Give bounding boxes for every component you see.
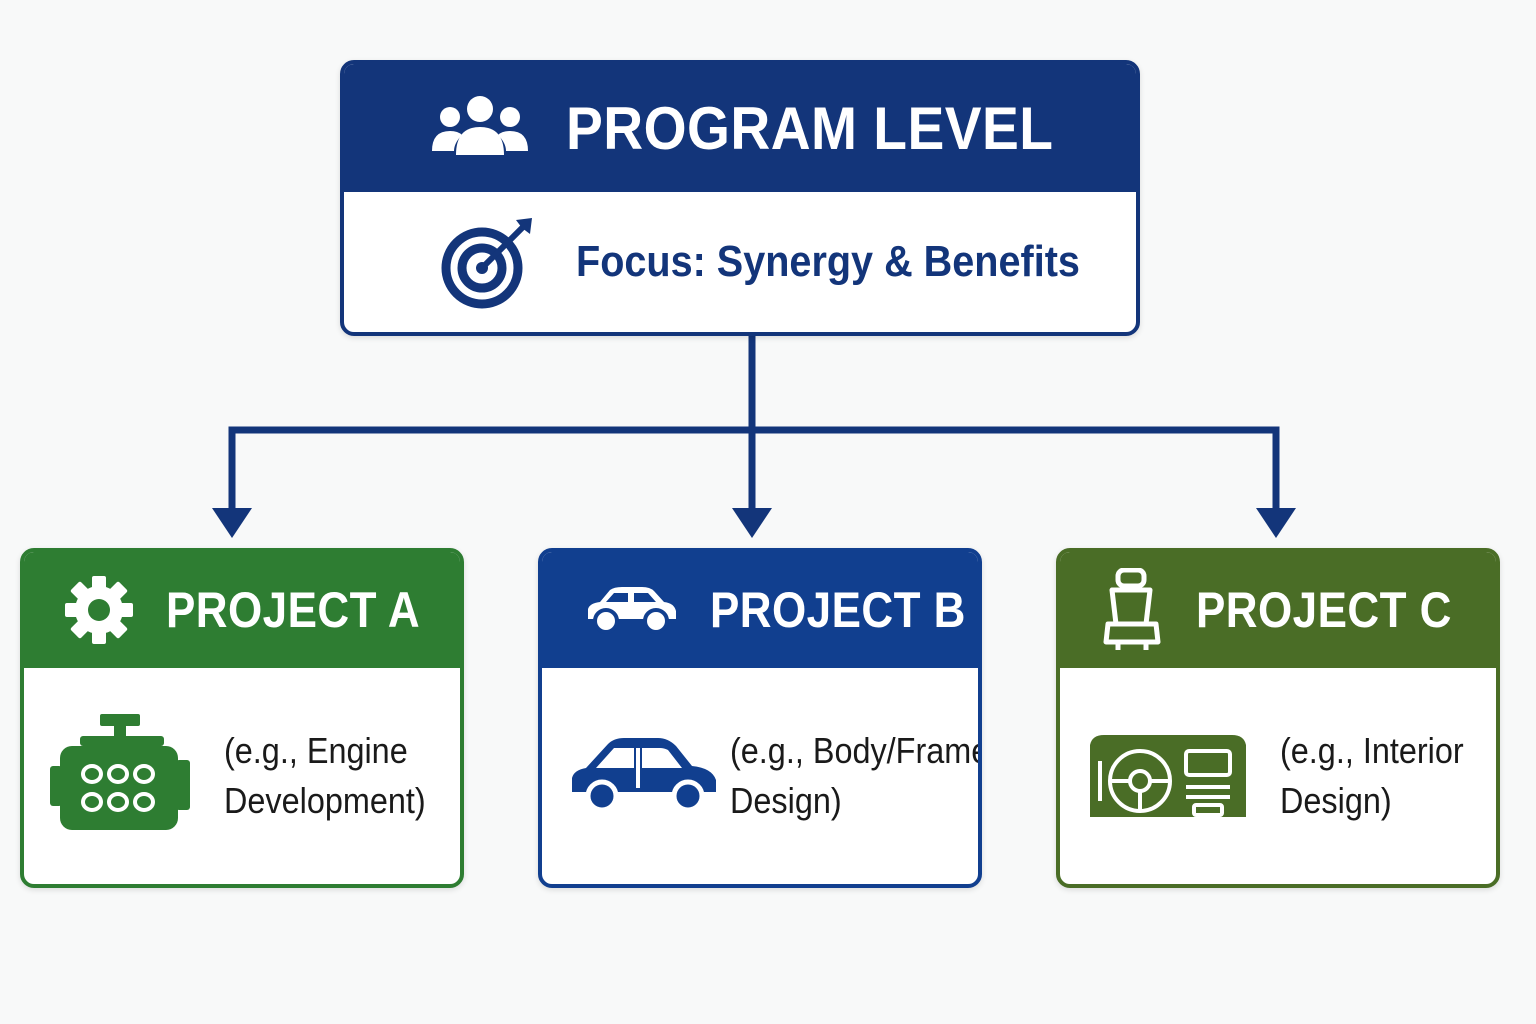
program-focus: Focus: Synergy & Benefits: [576, 237, 1080, 286]
project-a-description: (e.g., Engine Development): [224, 726, 426, 826]
project-b-desc-line2: Design): [730, 780, 842, 821]
project-c-description: (e.g., Interior Design): [1280, 726, 1464, 826]
project-a-header: PROJECT A: [24, 552, 460, 668]
target-arrow-icon: [440, 214, 536, 310]
project-c-body: (e.g., Interior Design): [1060, 668, 1496, 884]
project-a-desc-line1: (e.g., Engine: [224, 730, 408, 771]
program-title: PROGRAM LEVEL: [566, 94, 1054, 162]
project-a-title: PROJECT A: [166, 582, 421, 638]
project-c-desc-line1: (e.g., Interior: [1280, 730, 1464, 771]
program-level-box: PROGRAM LEVEL Focus: Synergy & Benefits: [340, 60, 1140, 336]
project-b-box: PROJECT B (e.g., Body/Frame Design): [538, 548, 982, 888]
program-body: Focus: Synergy & Benefits: [344, 192, 1136, 332]
people-group-icon: [432, 93, 528, 163]
project-b-body: (e.g., Body/Frame Design): [542, 668, 978, 884]
project-b-title: PROJECT B: [710, 582, 966, 638]
arrowhead-b: [732, 508, 772, 538]
project-a-box: PROJECT A: [20, 548, 464, 888]
car-body-icon: [568, 736, 718, 816]
arrowhead-c: [1256, 508, 1296, 538]
project-b-desc-line1: (e.g., Body/Frame: [730, 730, 982, 771]
gear-icon: [64, 575, 134, 645]
project-a-desc-line2: Development): [224, 780, 426, 821]
project-c-box: PROJECT C (e.g., Inter: [1056, 548, 1500, 888]
project-a-body: (e.g., Engine Development): [24, 668, 460, 884]
project-c-desc-line2: Design): [1280, 780, 1392, 821]
project-c-title: PROJECT C: [1196, 582, 1452, 638]
engine-icon: [50, 714, 190, 838]
car-seat-icon: [1100, 568, 1164, 652]
arrowhead-a: [212, 508, 252, 538]
dashboard-icon: [1086, 731, 1250, 821]
project-b-description: (e.g., Body/Frame Design): [730, 726, 982, 826]
project-b-header: PROJECT B: [542, 552, 978, 668]
program-header: PROGRAM LEVEL: [344, 64, 1136, 192]
project-c-header: PROJECT C: [1060, 552, 1496, 668]
car-icon: [582, 585, 678, 635]
